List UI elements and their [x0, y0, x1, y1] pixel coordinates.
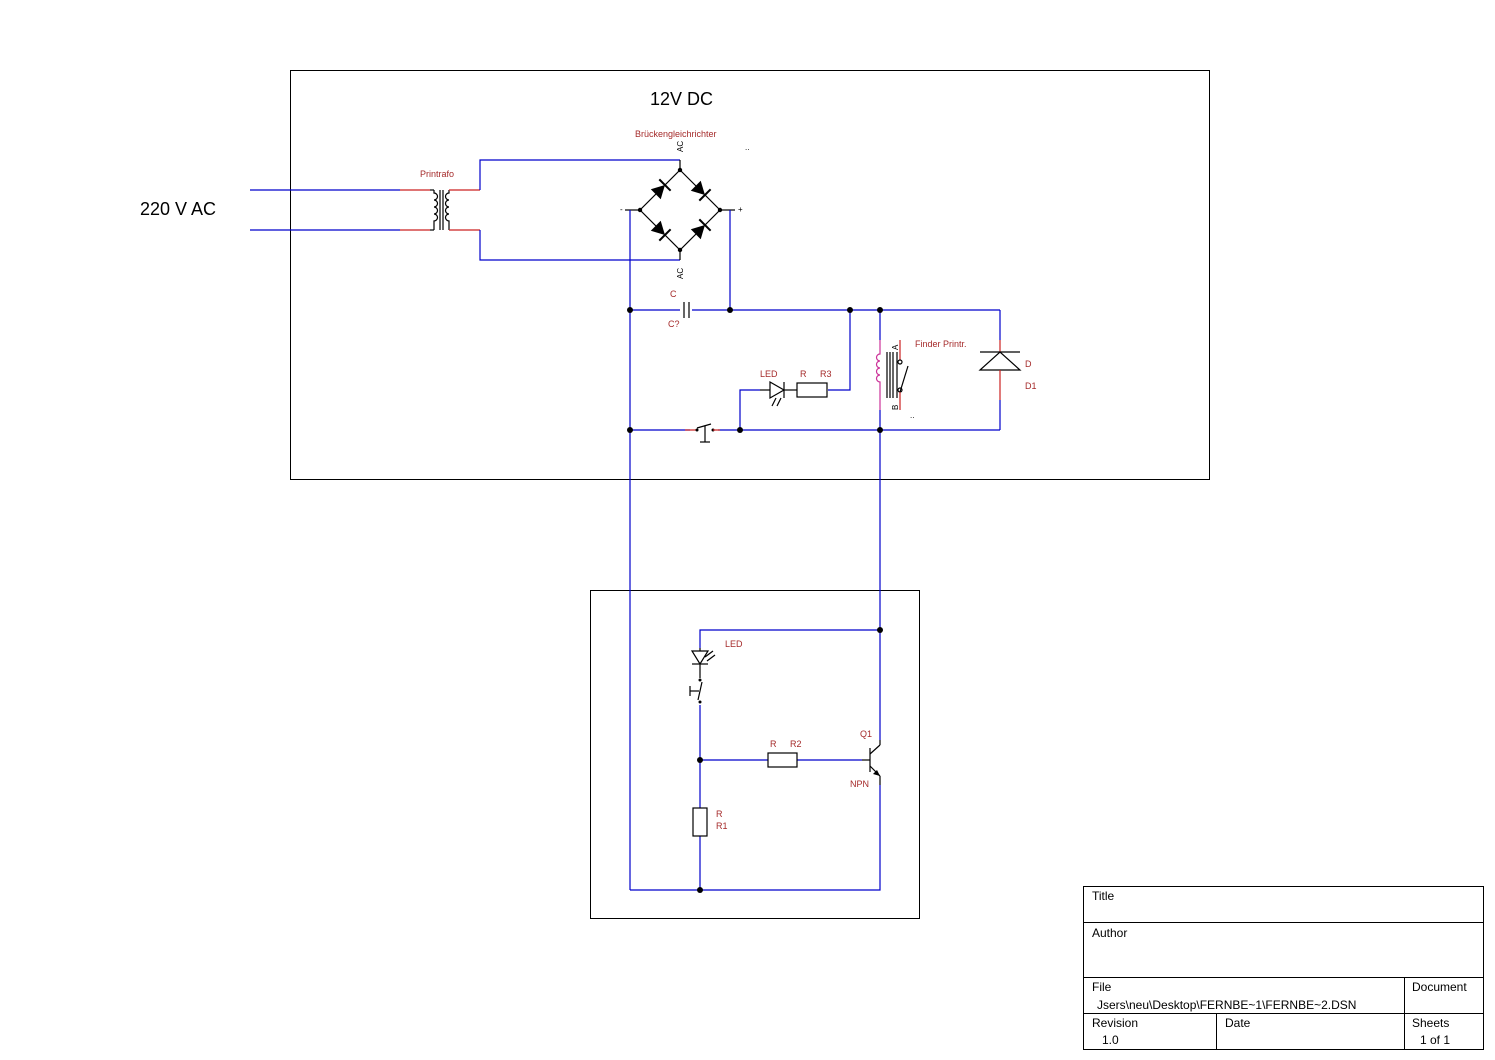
relay-dots: ..	[910, 411, 914, 420]
resistor-r3-type-label: R	[800, 369, 807, 379]
capacitor-ref-label: C?	[668, 319, 680, 329]
resistor-r3-ref-label: R3	[820, 369, 832, 379]
transformer-symbol	[430, 189, 480, 231]
resistor-r2-ref-label: R2	[790, 739, 802, 749]
relay-pin-a: A	[891, 344, 900, 350]
capacitor-type-label: C	[670, 289, 677, 299]
led-2-symbol	[690, 648, 716, 678]
transistor-ref-label: Q1	[860, 729, 872, 739]
title-block-document-label: Document	[1412, 980, 1467, 994]
title-block	[1083, 886, 1484, 1050]
capacitor-symbol	[683, 302, 690, 318]
diode-d1-symbol	[978, 340, 1022, 400]
resistor-r1-type-label: R	[716, 809, 723, 819]
transformer-label: Printrafo	[420, 169, 454, 179]
title-block-revision-label: Revision	[1092, 1016, 1138, 1030]
resistor-r2-symbol	[767, 752, 798, 768]
led-2-label: LED	[725, 639, 743, 649]
resistor-r1-symbol	[692, 807, 708, 837]
dc-output-label: 12V DC	[650, 89, 713, 109]
title-block-revision-value: 1.0	[1102, 1033, 1119, 1047]
junctions-power	[627, 307, 883, 433]
title-block-sheets-label: Sheets	[1412, 1016, 1449, 1030]
remote-wires	[630, 629, 881, 891]
title-block-file-label: File	[1092, 980, 1112, 994]
bridge-ac-top-pin: AC	[676, 141, 685, 152]
resistor-r1-ref-label: R1	[716, 821, 728, 831]
remote-control-box	[590, 590, 920, 919]
bridge-ac-bottom-pin: AC	[676, 268, 685, 279]
bridge-dots: ..	[745, 143, 749, 152]
title-block-title-label: Title	[1092, 889, 1115, 903]
dc-wires	[629, 210, 1001, 890]
pushbutton-1-symbol	[685, 423, 720, 443]
relay-pin-b: B	[891, 405, 900, 410]
bridge-plus-pin: +	[738, 205, 743, 214]
pushbutton-2-symbol	[689, 678, 703, 704]
resistor-r2-type-label: R	[770, 739, 777, 749]
relay-symbol	[875, 340, 909, 410]
transistor-type-label: NPN	[850, 779, 869, 789]
led-1-symbol	[760, 380, 797, 407]
bridge-minus-pin: -	[620, 205, 623, 214]
title-block-date-label: Date	[1225, 1016, 1251, 1030]
power-supply-box	[290, 70, 1210, 480]
title-block-author-label: Author	[1092, 926, 1127, 940]
title-block-file-value: Jsers\neu\Desktop\FERNBE~1\FERNBE~2.DSN	[1097, 998, 1356, 1012]
diode-ref-label: D1	[1025, 381, 1037, 391]
ac-input-label: 220 V AC	[140, 199, 216, 219]
led-1-label: LED	[760, 369, 778, 379]
relay-label: Finder Printr.	[915, 339, 967, 349]
npn-transistor-symbol	[862, 740, 881, 785]
bridge-label: Brückengleichrichter	[635, 129, 717, 139]
junctions-remote	[697, 627, 883, 893]
ac-input-wires	[250, 189, 430, 231]
diode-type-label: D	[1025, 359, 1032, 369]
title-block-sheets-value: 1 of 1	[1420, 1033, 1450, 1047]
resistor-r3-symbol	[796, 382, 828, 398]
bridge-rectifier-symbol	[625, 160, 735, 260]
secondary-wires	[479, 159, 680, 261]
